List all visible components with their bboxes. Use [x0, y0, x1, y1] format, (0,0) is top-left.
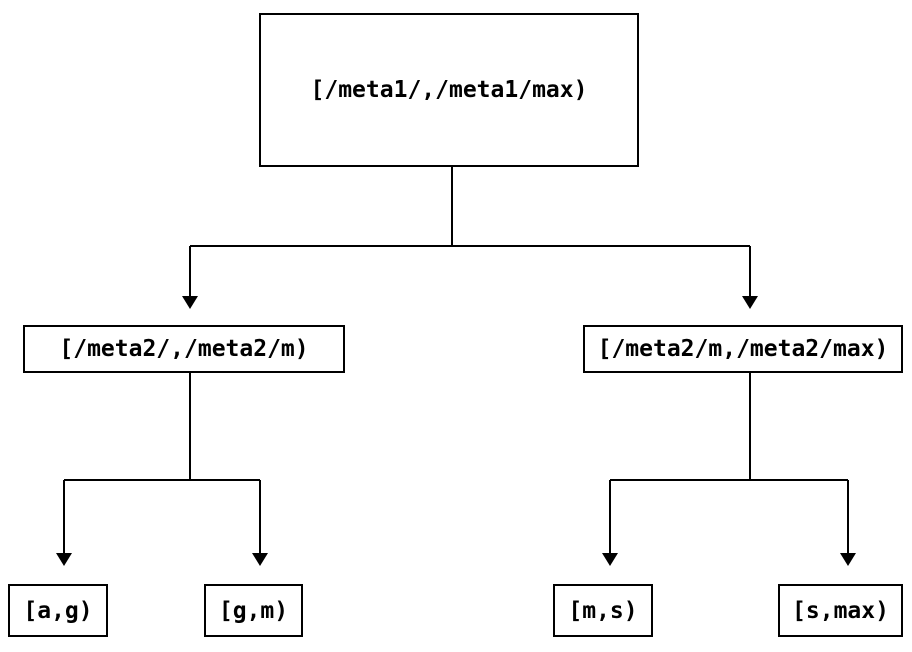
tree-node-level2-left: [/meta2/,/meta2/m): [23, 325, 345, 373]
tree-node-leaf-gm: [g,m): [204, 584, 303, 637]
edge-left-subtree: [63, 373, 261, 553]
arrowhead-down-icon: [840, 553, 856, 566]
tree-node-root: [/meta1/,/meta1/max): [259, 13, 639, 167]
tree-node-level2-right: [/meta2/m,/meta2/max): [583, 325, 903, 373]
tree-node-leaf-ms: [m,s): [553, 584, 653, 637]
edge-right-subtree: [609, 373, 849, 553]
edge-root-to-children: [189, 167, 751, 296]
arrowhead-down-icon: [602, 553, 618, 566]
arrowhead-down-icon: [742, 296, 758, 309]
arrowhead-down-icon: [252, 553, 268, 566]
tree-node-leaf-ag: [a,g): [8, 584, 108, 637]
arrowhead-down-icon: [182, 296, 198, 309]
tree-node-leaf-smax: [s,max): [778, 584, 903, 637]
arrowhead-down-icon: [56, 553, 72, 566]
